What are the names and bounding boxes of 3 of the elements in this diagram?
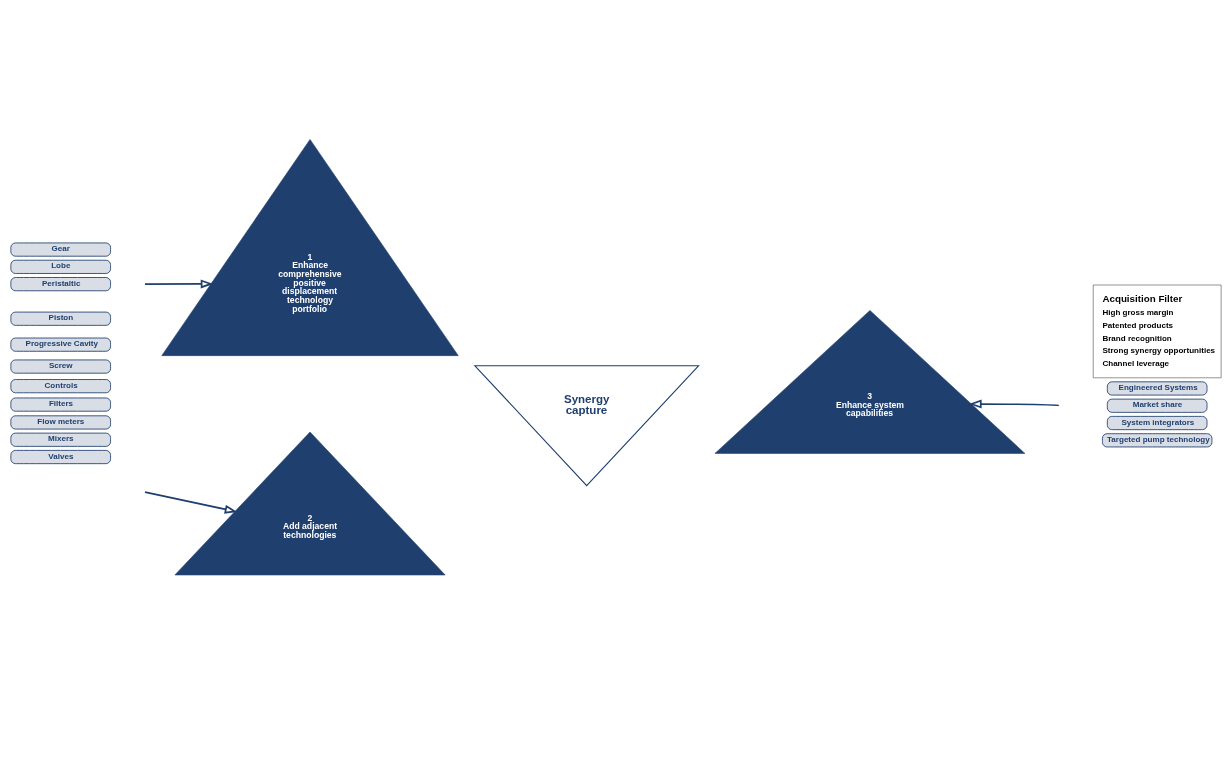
arrow xyxy=(968,399,1060,408)
arrow xyxy=(144,279,214,288)
arrow xyxy=(144,490,238,514)
